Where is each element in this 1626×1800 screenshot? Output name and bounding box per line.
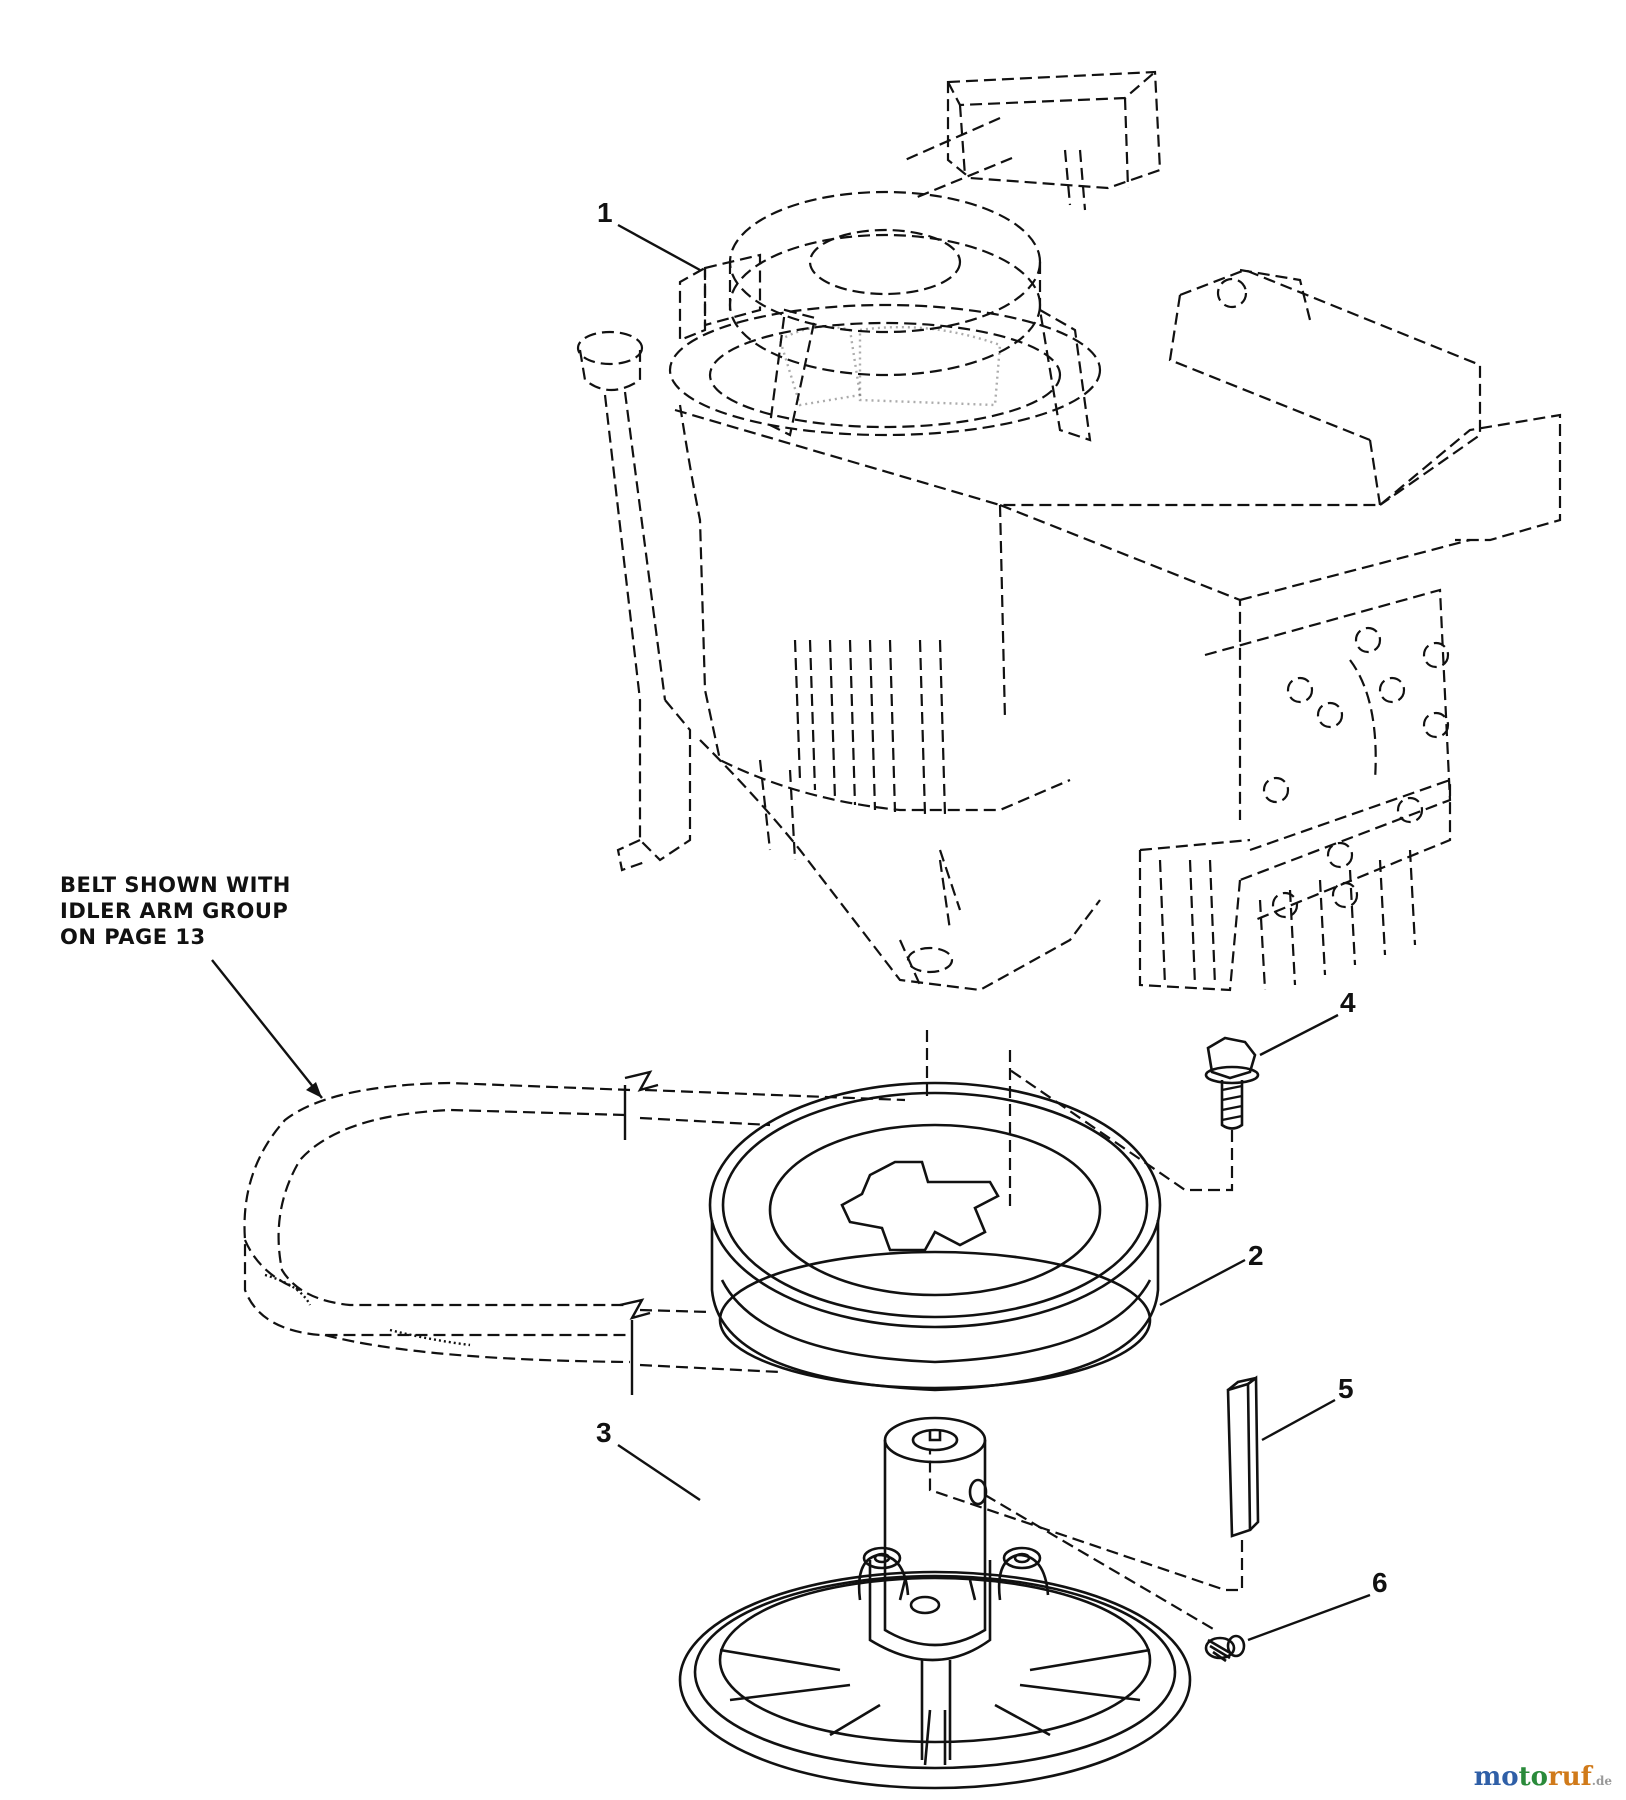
callout-4-label: 4: [1340, 987, 1356, 1018]
v-belt-drawing: [243, 1070, 906, 1395]
bolt-drawing: [1009, 1036, 1260, 1192]
pulley-drawing: [708, 1050, 1162, 1392]
callout-2: 2: [1159, 1240, 1264, 1307]
callout-5: 5: [1261, 1373, 1354, 1442]
callout-3-label: 3: [596, 1417, 612, 1448]
hub-drawing: [678, 1416, 1192, 1790]
belt-note-line-1: BELT SHOWN WITH: [60, 873, 291, 897]
callout-6: 6: [1247, 1567, 1388, 1642]
callout-4: 4: [1259, 987, 1356, 1057]
belt-note-line-3: ON PAGE 13: [60, 925, 206, 949]
belt-note: BELT SHOWN WITH IDLER ARM GROUP ON PAGE …: [60, 873, 323, 1099]
belt-note-line-2: IDLER ARM GROUP: [60, 899, 288, 923]
callout-1-label: 1: [597, 197, 613, 228]
callout-6-label: 6: [1372, 1567, 1388, 1598]
key-drawing: [928, 1375, 1260, 1592]
engine-drawing: [576, 70, 1562, 992]
callout-1: 1: [597, 197, 701, 272]
callout-3: 3: [596, 1417, 701, 1501]
callout-5-label: 5: [1338, 1373, 1354, 1404]
setscrew-drawing: [984, 1494, 1246, 1663]
watermark-logo: motoruf.de: [1473, 1762, 1612, 1792]
callout-2-label: 2: [1248, 1240, 1264, 1271]
